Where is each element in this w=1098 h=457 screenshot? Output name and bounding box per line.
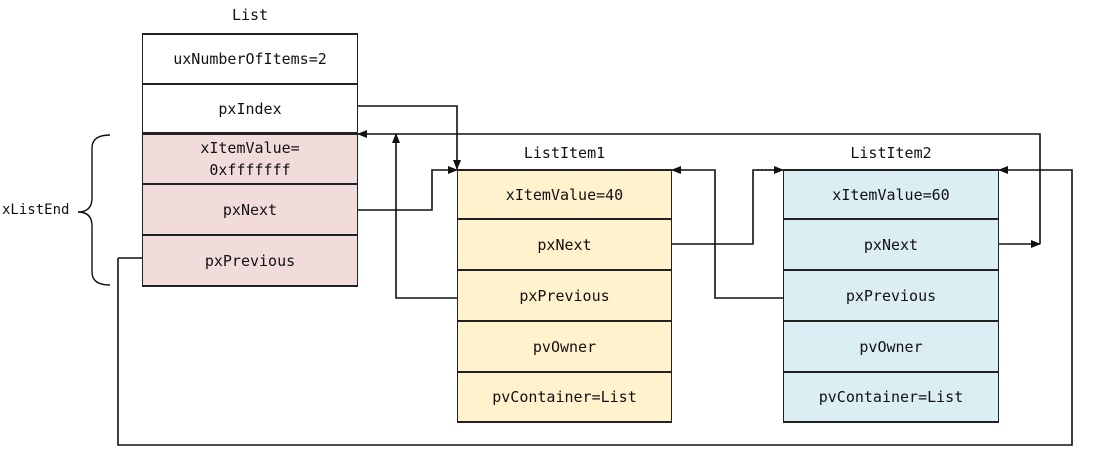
item2-value-field: xItemValue=60 bbox=[783, 169, 999, 220]
field-label: pxPrevious bbox=[845, 286, 937, 305]
field-label: pxPrevious bbox=[519, 286, 610, 305]
pxindex-arrow bbox=[358, 105, 461, 170]
item2-pvowner-field: pvOwner bbox=[783, 322, 999, 373]
field-label: uxNumberOfItems=2 bbox=[173, 50, 327, 68]
item1-pxprevious-field: pxPrevious bbox=[457, 271, 672, 322]
field-label: xItemValue= 0xfffffff bbox=[200, 139, 300, 179]
list-end-pxnext-arrow bbox=[358, 166, 458, 211]
list-end-pxnext-field: pxNext bbox=[142, 185, 358, 236]
list-end-pxprevious-arrow bbox=[117, 166, 1073, 446]
list-end-label: xListEnd bbox=[2, 202, 70, 218]
field-label: pxIndex bbox=[218, 99, 282, 118]
field-label: pvOwner bbox=[859, 337, 923, 356]
field-label: pvContainer=List bbox=[818, 388, 964, 406]
item1-pvcontainer-field: pvContainer=List bbox=[457, 373, 672, 423]
list-end-brace bbox=[77, 134, 111, 286]
item1-pvowner-field: pvOwner bbox=[457, 322, 672, 373]
item1-pxnext-arrow bbox=[672, 166, 784, 245]
field-label: pvOwner bbox=[532, 337, 597, 356]
item2-pxnext-return bbox=[357, 130, 1041, 244]
item1-value-field: xItemValue=40 bbox=[457, 169, 672, 220]
field-label: xItemValue=60 bbox=[832, 185, 950, 204]
field-label: pxNext bbox=[863, 235, 919, 254]
list-item1-title: ListItem1 bbox=[523, 144, 606, 162]
list-title: List bbox=[231, 6, 269, 24]
item1-pxnext-field: pxNext bbox=[457, 220, 672, 271]
list-number-of-items-field: uxNumberOfItems=2 bbox=[142, 33, 358, 85]
field-label: pxNext bbox=[537, 235, 592, 254]
field-label: xItemValue=40 bbox=[505, 185, 624, 204]
item2-pvcontainer-field: pvContainer=List bbox=[783, 373, 999, 423]
item2-pxnext-field: pxNext bbox=[783, 220, 999, 271]
field-label: pxPrevious bbox=[204, 251, 296, 270]
field-label: pxNext bbox=[222, 200, 278, 219]
item2-pxprevious-field: pxPrevious bbox=[783, 271, 999, 322]
item2-pxprevious-arrow bbox=[671, 166, 783, 299]
list-item2-title: ListItem2 bbox=[850, 144, 932, 162]
list-end-item-value-field: xItemValue= 0xfffffff bbox=[142, 134, 358, 185]
item1-pxprevious-arrow bbox=[392, 133, 457, 299]
list-end-pxprevious-field: pxPrevious bbox=[142, 236, 358, 287]
list-pxindex-field: pxIndex bbox=[142, 85, 358, 134]
field-label: pvContainer=List bbox=[492, 388, 637, 406]
